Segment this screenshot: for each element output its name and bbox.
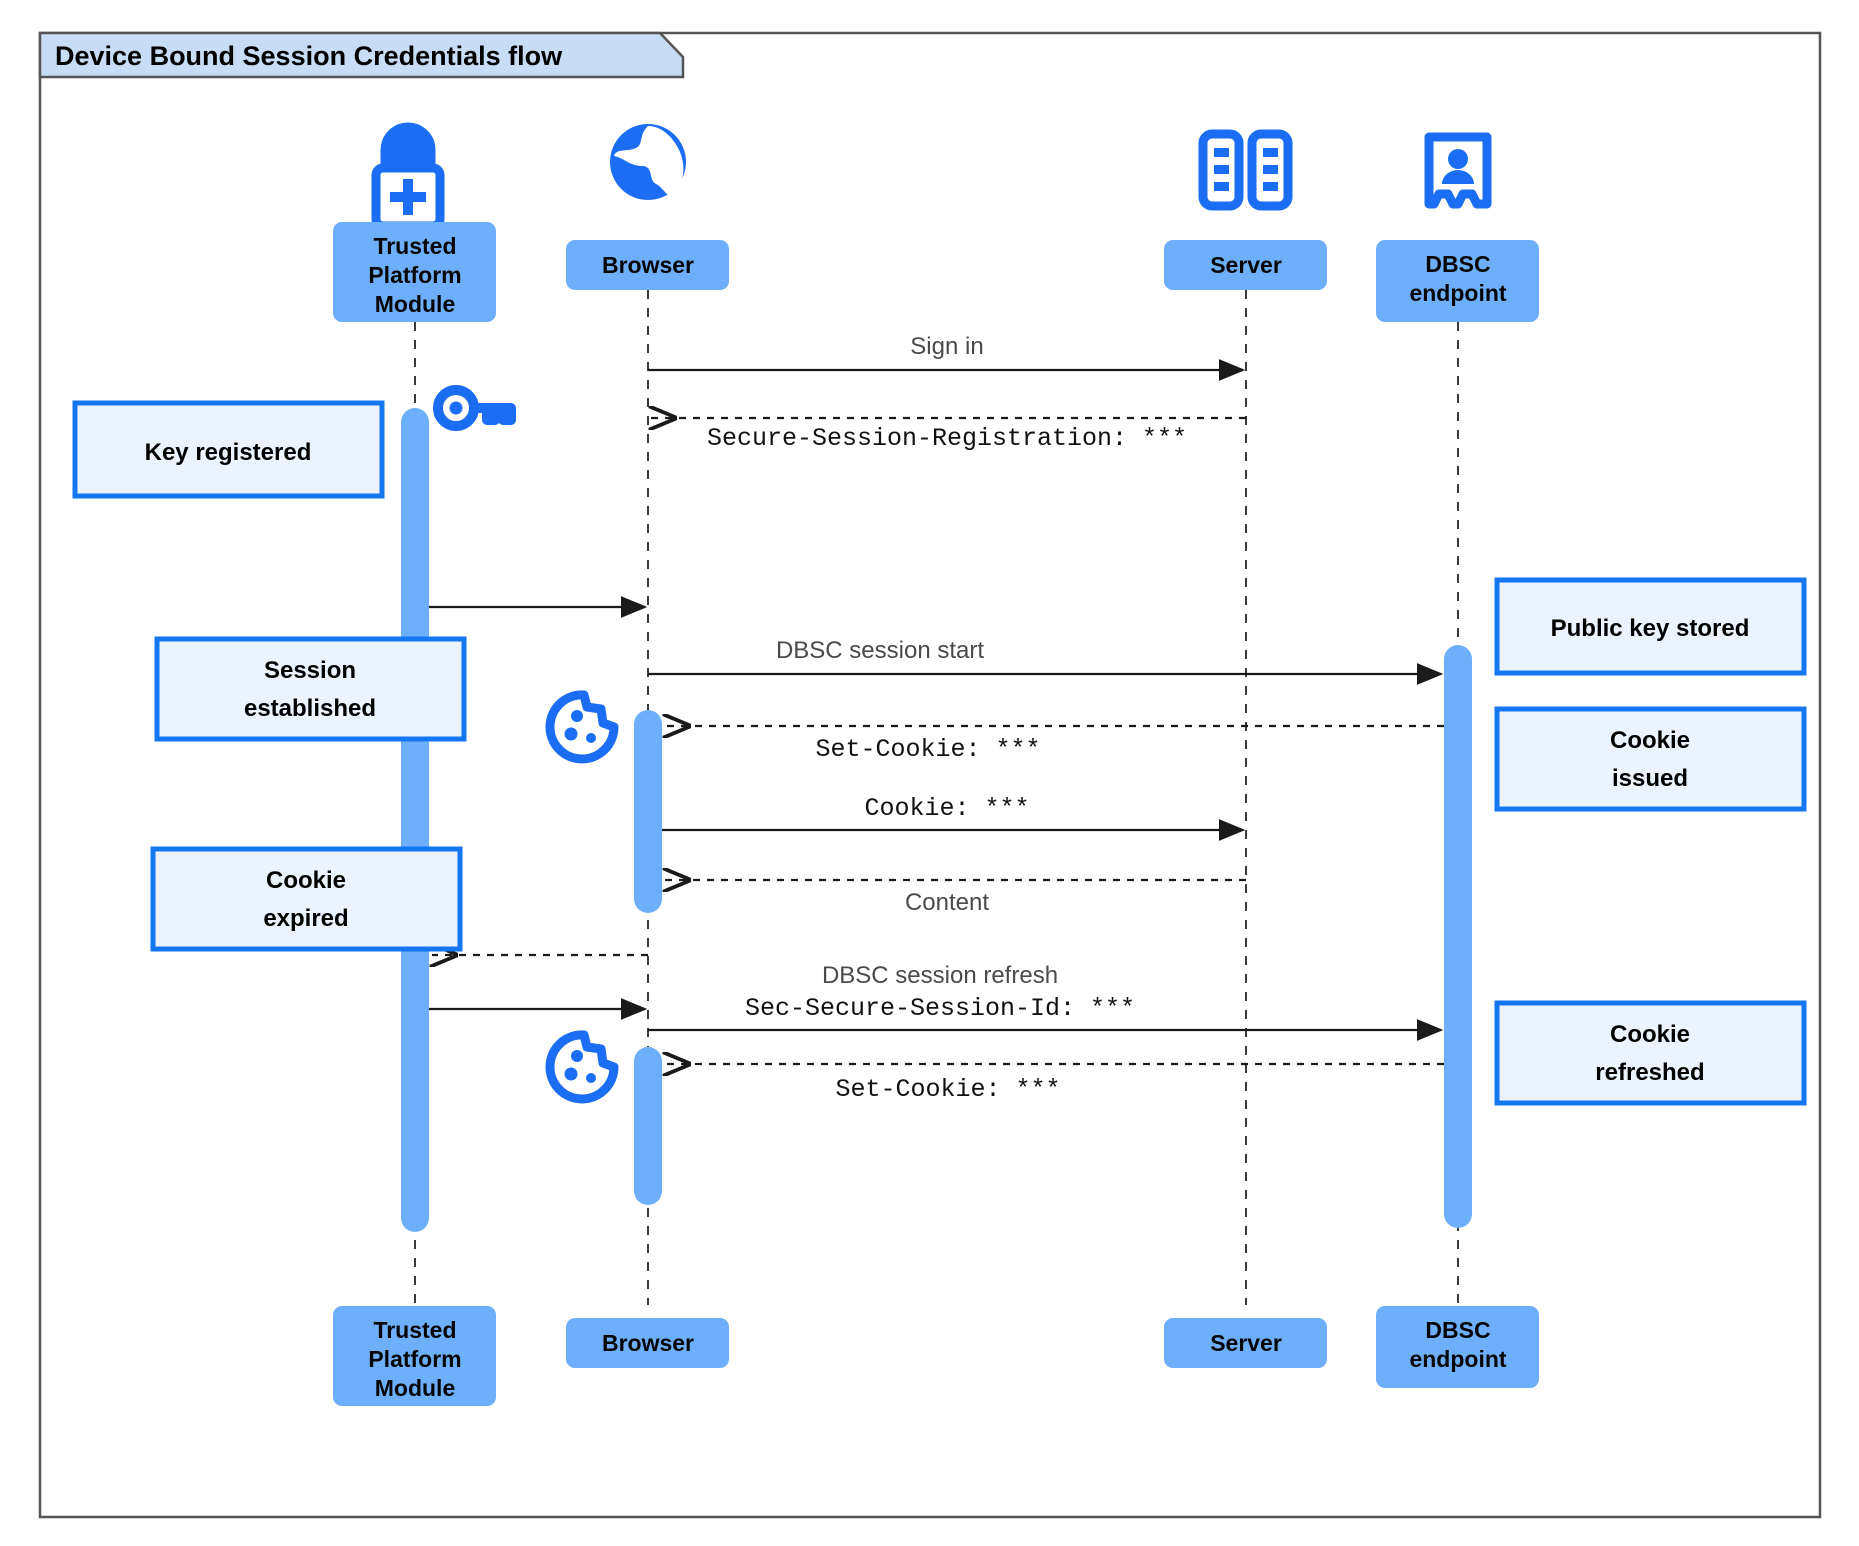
- participant-label-browser-bottom: Browser: [602, 1330, 694, 1356]
- participant-label-tpm-bottom-line2: Platform: [368, 1346, 461, 1372]
- participant-box-browser-top[interactable]: [566, 240, 729, 290]
- note-session-established-line2: established: [244, 695, 376, 722]
- note-cookie-issued-line1: Cookie: [1610, 727, 1690, 754]
- message-label-m1: Sign in: [910, 333, 983, 360]
- participant-label-server-top: Server: [1210, 252, 1282, 278]
- cookie-icon-1: [545, 690, 619, 764]
- note-cookie-issued: [1494, 706, 1807, 812]
- message-label-m4: DBSC session start: [776, 637, 984, 664]
- cookie-icon-2: [545, 1030, 619, 1104]
- note-cookie-refreshed: [1494, 1000, 1807, 1106]
- participant-label-tpm-bottom-line1: Trusted: [373, 1317, 456, 1343]
- participant-box-dbsc-bottom[interactable]: [1376, 1306, 1539, 1388]
- participant-label-tpm-bottom-line3: Module: [375, 1375, 456, 1401]
- participant-box-browser-bottom[interactable]: [566, 1318, 729, 1368]
- activation-bar-browser-2: [634, 1047, 662, 1205]
- note-cookie-refreshed-line2: refreshed: [1595, 1059, 1704, 1086]
- message-label-m10: Sec-Secure-Session-Id: ***: [745, 994, 1135, 1023]
- participant-box-tpm-top[interactable]: [333, 222, 496, 322]
- activation-bar-tpm: [401, 408, 429, 1232]
- participant-label-server-bottom: Server: [1210, 1330, 1282, 1356]
- note-key-registered-line1: Key registered: [145, 439, 312, 466]
- lock-plus-icon: [371, 122, 445, 231]
- participant-box-dbsc-top[interactable]: [1376, 240, 1539, 322]
- frame-title: Device Bound Session Credentials flow: [55, 41, 563, 71]
- id-badge-icon: [1424, 132, 1492, 209]
- message-label-m10-top: DBSC session refresh: [822, 962, 1058, 989]
- activation-bar-browser-1: [634, 710, 662, 913]
- frame-title-tab: [38, 31, 685, 79]
- note-cookie-expired-line1: Cookie: [266, 867, 346, 894]
- note-session-established: [154, 636, 467, 742]
- globe-icon: [610, 124, 686, 200]
- server-rack-icon: [1198, 129, 1293, 211]
- note-session-established-line1: Session: [264, 657, 356, 684]
- activation-bar-dbsc: [1444, 645, 1472, 1228]
- participant-label-tpm-top-line2: Platform: [368, 262, 461, 288]
- participant-box-tpm-bottom[interactable]: [333, 1306, 496, 1406]
- message-label-m7: Content: [905, 889, 989, 916]
- note-public-key-stored-line1: Public key stored: [1551, 615, 1750, 642]
- participant-label-dbsc-bottom-line1: DBSC: [1425, 1317, 1490, 1343]
- message-label-m2: Secure-Session-Registration: ***: [707, 424, 1187, 453]
- note-cookie-expired-line2: expired: [263, 905, 348, 932]
- note-public-key-stored: [1494, 577, 1807, 676]
- message-label-m6: Cookie: ***: [864, 794, 1029, 823]
- message-label-m5: Set-Cookie: ***: [815, 735, 1040, 764]
- participant-box-server-top[interactable]: [1164, 240, 1327, 290]
- note-key-registered: [72, 400, 385, 499]
- key-icon: [433, 385, 516, 431]
- participant-label-dbsc-top-line2: endpoint: [1409, 280, 1506, 306]
- participant-label-dbsc-top-line1: DBSC: [1425, 251, 1490, 277]
- participant-label-tpm-top-line1: Trusted: [373, 233, 456, 259]
- participant-label-dbsc-bottom-line2: endpoint: [1409, 1346, 1506, 1372]
- participant-box-server-bottom[interactable]: [1164, 1318, 1327, 1368]
- message-label-m11: Set-Cookie: ***: [835, 1075, 1060, 1104]
- note-cookie-refreshed-line1: Cookie: [1610, 1021, 1690, 1048]
- participant-label-browser-top: Browser: [602, 252, 694, 278]
- participant-label-tpm-top-line3: Module: [375, 291, 456, 317]
- note-cookie-issued-line2: issued: [1612, 765, 1688, 792]
- note-cookie-expired: [150, 846, 463, 952]
